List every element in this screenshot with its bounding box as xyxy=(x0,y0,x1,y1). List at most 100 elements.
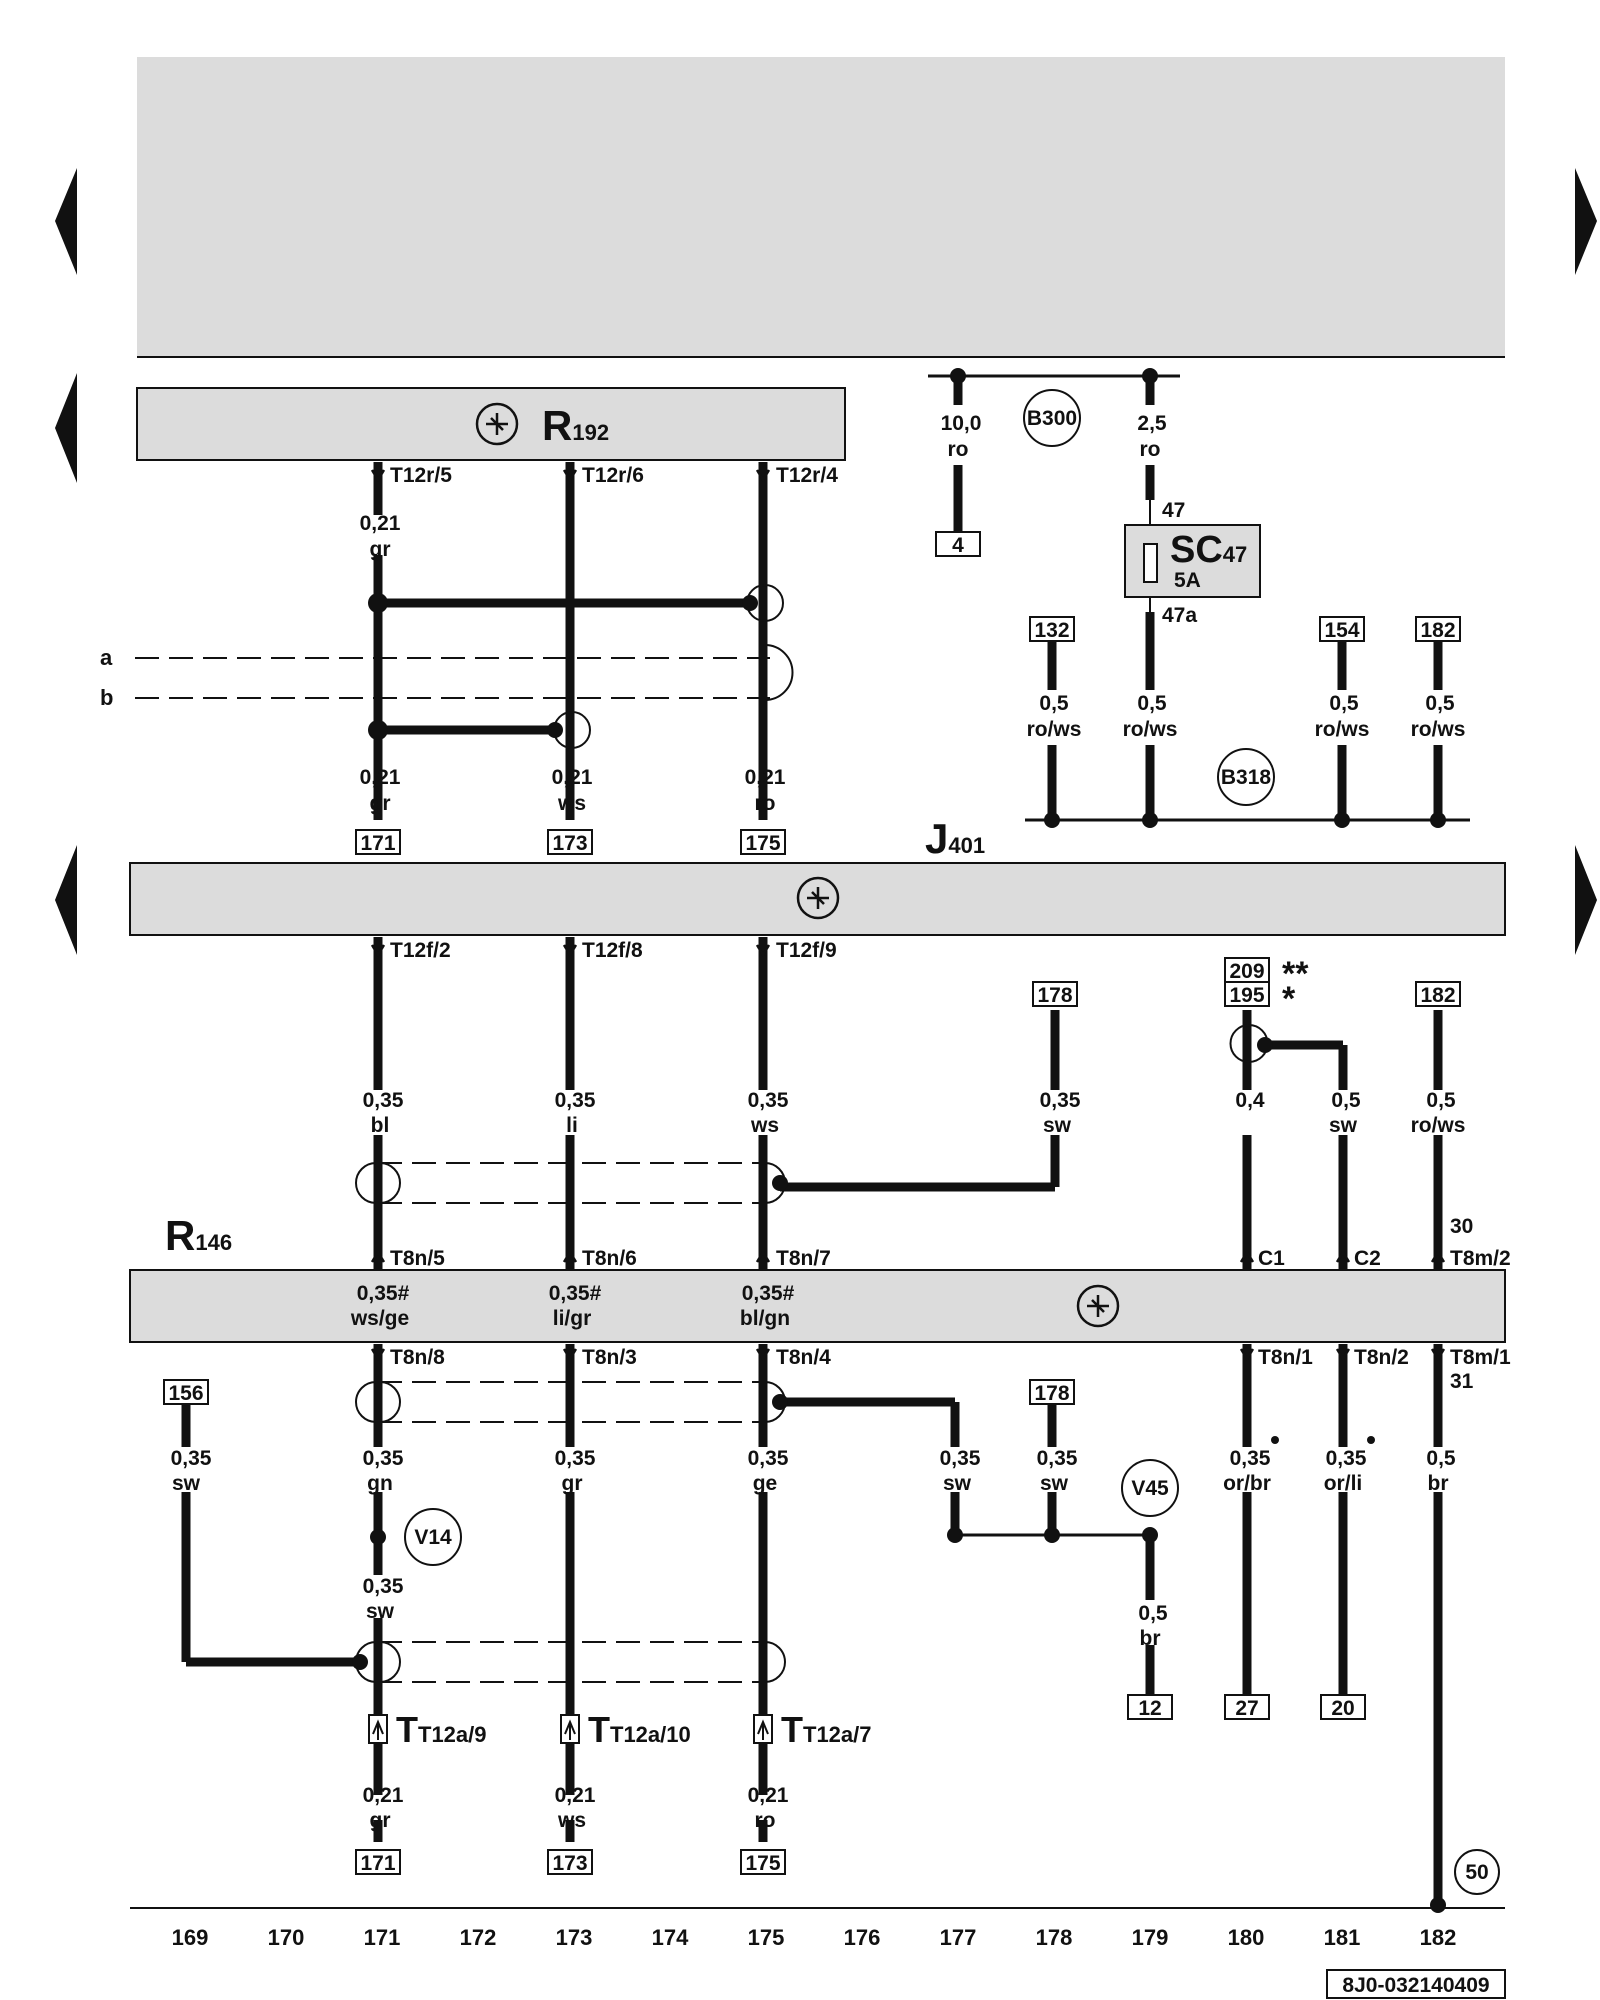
svg-text:0,21: 0,21 xyxy=(360,766,401,789)
svg-text:0,35: 0,35 xyxy=(555,1447,596,1470)
svg-text:a: a xyxy=(100,645,113,670)
svg-text:ro: ro xyxy=(755,792,776,815)
svg-text:sw: sw xyxy=(172,1472,201,1495)
prev-page-arrow-top[interactable] xyxy=(55,168,77,275)
next-page-arrow-bottom[interactable] xyxy=(1575,845,1597,955)
v45-connection xyxy=(1121,1459,1179,1517)
mid-wires xyxy=(355,937,1446,1270)
column-number: 172 xyxy=(460,1925,497,1950)
bottom-refs: 171 173 175 xyxy=(355,1849,786,1875)
svg-text:ws/ge: ws/ge xyxy=(350,1307,409,1330)
doc-id: 8J0-032140409 xyxy=(1342,1974,1489,1997)
svg-text:or/li: or/li xyxy=(1324,1472,1363,1495)
svg-text:4: 4 xyxy=(952,534,964,557)
pin-label: T12r/4 xyxy=(776,464,838,487)
r146-top-pins: T8n/5 T8n/6 T8n/7 C1 C2 T8m/2 30 xyxy=(390,1215,1511,1270)
svg-text:0,21: 0,21 xyxy=(363,1784,404,1807)
column-number: 182 xyxy=(1420,1925,1457,1950)
svg-text:0,21: 0,21 xyxy=(745,766,786,789)
prev-page-arrow-bottom[interactable] xyxy=(55,845,77,955)
svg-text:173: 173 xyxy=(552,832,587,855)
b318-refs: 132 154 182 0,5 ro/ws 0,5 ro/ws 0,5 ro/w… xyxy=(1027,616,1466,741)
b318-bus xyxy=(1025,635,1470,822)
svg-text:178: 178 xyxy=(1037,984,1072,1007)
variant-mark: * xyxy=(1282,980,1296,1018)
svg-text:175: 175 xyxy=(745,1852,780,1875)
svg-text:TT12a/10: TT12a/10 xyxy=(588,1709,691,1750)
low-refs: 156 178 12 27 20 xyxy=(163,1379,1366,1720)
svg-text:47: 47 xyxy=(1162,499,1185,522)
column-number: 174 xyxy=(652,1925,689,1950)
svg-text:T8n/2: T8n/2 xyxy=(1354,1346,1409,1369)
svg-text:0,4: 0,4 xyxy=(1235,1089,1265,1112)
b318-connection xyxy=(1217,748,1275,806)
j401-component: J401 xyxy=(129,815,1506,936)
svg-text:0,5: 0,5 xyxy=(1331,1089,1361,1112)
j401-pins: T12f/2 T12f/8 T12f/9 xyxy=(390,939,837,962)
svg-text:12: 12 xyxy=(1138,1697,1161,1720)
svg-text:T8n/8: T8n/8 xyxy=(390,1346,445,1369)
svg-text:ro/ws: ro/ws xyxy=(1315,718,1370,741)
svg-text:T8n/3: T8n/3 xyxy=(582,1346,637,1369)
sc47-fuse: SC47 5A 47 47a xyxy=(1124,499,1261,627)
shield-lines: a b xyxy=(100,645,770,710)
svg-text:209: 209 xyxy=(1229,960,1264,983)
column-number: 176 xyxy=(844,1925,881,1950)
svg-text:R146: R146 xyxy=(165,1212,232,1259)
svg-text:sw: sw xyxy=(1043,1114,1072,1137)
next-page-arrow-top[interactable] xyxy=(1575,168,1597,275)
column-number: 177 xyxy=(940,1925,977,1950)
svg-text:182: 182 xyxy=(1420,984,1455,1007)
svg-text:ge: ge xyxy=(753,1472,778,1495)
svg-text:182: 182 xyxy=(1420,619,1455,642)
svg-text:20: 20 xyxy=(1331,1697,1354,1720)
svg-text:ro: ro xyxy=(1140,438,1161,461)
svg-text:sw: sw xyxy=(1040,1472,1069,1495)
r192-label: R192 xyxy=(542,402,609,449)
svg-text:ro/ws: ro/ws xyxy=(1411,718,1466,741)
svg-text:T8m/2: T8m/2 xyxy=(1450,1247,1511,1270)
svg-text:0,35: 0,35 xyxy=(940,1447,981,1470)
r146-component: R146 xyxy=(129,1212,1506,1343)
svg-text:T8m/1: T8m/1 xyxy=(1450,1346,1511,1369)
svg-text:0,21: 0,21 xyxy=(748,1784,789,1807)
svg-text:0,35: 0,35 xyxy=(555,1089,596,1112)
svg-text:gr: gr xyxy=(562,1472,583,1495)
svg-text:47a: 47a xyxy=(1162,604,1197,627)
svg-text:30: 30 xyxy=(1450,1215,1473,1238)
mid-refs: 209 195 178 182 xyxy=(1032,957,1461,1007)
svg-text:sw: sw xyxy=(943,1472,972,1495)
r146-inner-wires: 0,35# ws/ge 0,35# li/gr 0,35# bl/gn xyxy=(350,1282,795,1330)
svg-text:0,35: 0,35 xyxy=(1040,1089,1081,1112)
column-number: 169 xyxy=(172,1925,209,1950)
svg-text:178: 178 xyxy=(1034,1382,1069,1405)
header-panel xyxy=(137,57,1505,357)
svg-text:0,5: 0,5 xyxy=(1039,692,1069,715)
svg-text:B300: B300 xyxy=(1027,407,1077,430)
svg-text:J401: J401 xyxy=(925,815,985,862)
svg-text:gr: gr xyxy=(370,1809,391,1832)
column-number: 181 xyxy=(1324,1925,1361,1950)
svg-text:0,5: 0,5 xyxy=(1425,692,1455,715)
column-number: 175 xyxy=(748,1925,785,1950)
column-number: 173 xyxy=(556,1925,593,1950)
r192-wires xyxy=(370,462,794,820)
low-wire-labels: 0,35 sw 0,35 gn 0,35 sw 0,35 gr 0,35 ge … xyxy=(171,1447,1456,1650)
svg-text:2,5: 2,5 xyxy=(1137,412,1167,435)
svg-text:T8n/4: T8n/4 xyxy=(776,1346,831,1369)
svg-text:0,35: 0,35 xyxy=(748,1447,789,1470)
svg-text:T8n/7: T8n/7 xyxy=(776,1247,831,1270)
svg-text:5A: 5A xyxy=(1174,569,1201,592)
svg-text:175: 175 xyxy=(745,832,780,855)
svg-text:173: 173 xyxy=(552,1852,587,1875)
svg-text:gr: gr xyxy=(370,538,391,561)
svg-text:b: b xyxy=(100,685,113,710)
svg-text:0,35#: 0,35# xyxy=(742,1282,795,1305)
svg-text:sw: sw xyxy=(366,1600,395,1623)
svg-text:132: 132 xyxy=(1034,619,1069,642)
svg-text:0,35: 0,35 xyxy=(748,1089,789,1112)
prev-page-arrow-middle[interactable] xyxy=(55,373,77,483)
svg-text:156: 156 xyxy=(168,1382,203,1405)
svg-text:0,21: 0,21 xyxy=(552,766,593,789)
